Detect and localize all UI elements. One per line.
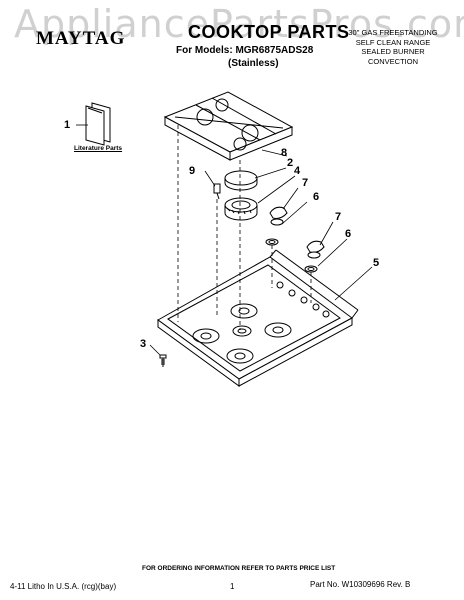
callout-1: 1: [64, 119, 71, 131]
page-number: 1: [230, 582, 235, 591]
part-number: Part No. W10309696 Rev. B: [310, 580, 411, 589]
leader-lines: [76, 124, 373, 356]
callout-7-lower: 7: [335, 211, 342, 223]
description-line: SEALED BURNER: [361, 47, 425, 56]
callout-2: 2: [287, 157, 294, 169]
callout-3: 3: [140, 338, 147, 350]
screw-drawing: [159, 354, 167, 367]
description-line: CONVECTION: [367, 56, 418, 66]
callout-7-upper: 7: [302, 177, 309, 189]
literature-parts-label: Literature Parts: [74, 145, 123, 152]
burner-head-drawing: [224, 197, 258, 221]
cooktop-drawing: [157, 249, 359, 387]
grate-drawing: [163, 91, 294, 161]
knob-upper-drawing: [265, 206, 288, 246]
ordering-note: FOR ORDERING INFORMATION REFER TO PARTS …: [142, 565, 336, 572]
litho-line: 4-11 Litho In U.S.A. (rcg)(bay): [10, 582, 117, 591]
callout-5: 5: [373, 257, 380, 269]
callout-6-upper: 6: [313, 191, 320, 203]
burner-cap-drawing: [224, 170, 258, 191]
callout-4: 4: [294, 165, 301, 177]
literature-booklet-drawing: [85, 102, 111, 146]
page-title: COOKTOP PARTS: [188, 22, 350, 42]
finish-line: (Stainless): [228, 58, 279, 69]
callout-8: 8: [281, 147, 288, 159]
description-line: SELF CLEAN RANGE: [355, 37, 431, 47]
watermark-text: AppliancePartsPros.com: [14, 2, 464, 46]
product-description: 30" GAS FREESTANDING SELF CLEAN RANGE SE…: [338, 28, 448, 66]
guide-lines: [177, 125, 312, 330]
models-line: For Models: MGR6875ADS28: [176, 45, 314, 56]
callout-9: 9: [189, 165, 196, 177]
igniter-drawing: [213, 183, 221, 200]
knob-lower-drawing: [304, 240, 325, 273]
callout-6-lower: 6: [345, 228, 352, 240]
brand-logo: MAYTAG: [36, 28, 126, 49]
description-line: 30" GAS FREESTANDING: [348, 28, 438, 37]
